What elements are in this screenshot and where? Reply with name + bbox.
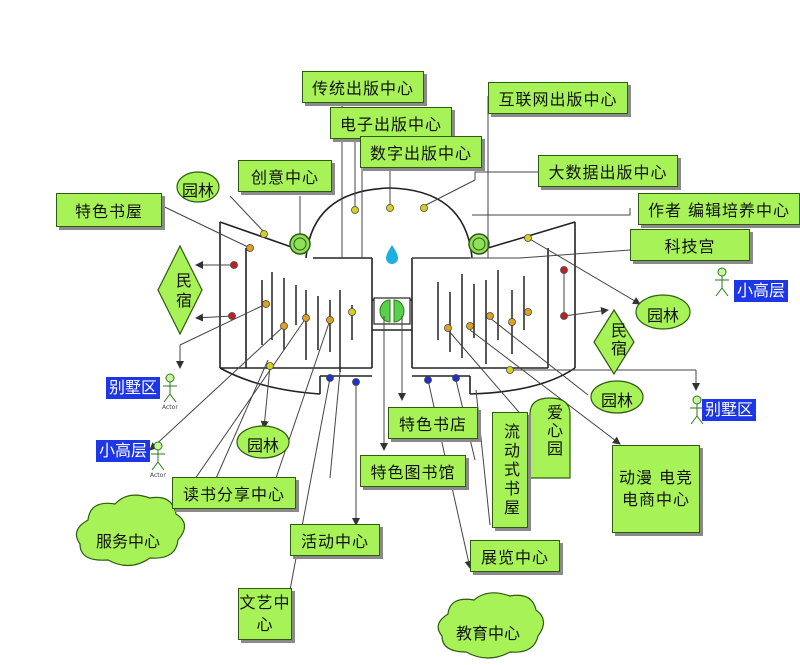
pins [228, 204, 568, 386]
shelves-right [437, 270, 525, 364]
connectors [149, 96, 700, 591]
box-exhibition-center: 展览中心 [470, 540, 560, 572]
homestay-right-shape [593, 308, 635, 376]
actor-left-label: Actor [162, 404, 178, 411]
box-activity-center: 活动中心 [290, 524, 380, 556]
actor-left2-label: Actor [150, 472, 166, 479]
zone-high-rise-left: 小高层 [96, 440, 151, 462]
label-education-center: 教育中心 [456, 624, 521, 643]
label-homestay-left: 民宿 [173, 272, 192, 312]
box-special-bookhouse: 特色书屋 [56, 193, 162, 227]
zone-villa-left: 别墅区 [106, 377, 161, 399]
actor-right-icon [715, 267, 729, 297]
love-garden-shape [529, 397, 571, 479]
box-digital-publishing: 数字出版中心 [360, 136, 482, 168]
education-center-cloud [437, 592, 545, 659]
service-center-cloud [75, 494, 186, 567]
actor-left2-icon [151, 441, 165, 471]
fountain-right-icon [468, 233, 490, 255]
actor-left-icon [163, 373, 177, 403]
garden-bottom-left-shape [236, 425, 290, 459]
label-garden-bottom-right: 园林 [601, 391, 634, 410]
box-big-data-publishing: 大数据出版中心 [538, 155, 678, 187]
box-creative-center: 创意中心 [238, 160, 332, 192]
label-garden-right: 园林 [647, 306, 680, 325]
garden-right-shape [635, 294, 691, 330]
box-internet-publishing: 互联网出版中心 [488, 82, 628, 114]
box-author-editor-training: 作者 编辑培养中心 [638, 193, 800, 225]
water-drop-icon [386, 245, 398, 264]
entrance-icon [373, 297, 411, 325]
building-outline [219, 187, 576, 395]
garden-bottom-right-shape [590, 380, 644, 414]
box-mobile-bookhouse: 流动式书屋 [492, 412, 528, 528]
shelves-left [261, 272, 353, 372]
box-sci-tech-palace: 科技宫 [630, 229, 750, 261]
box-anime-esports: 动漫 电竞电商中心 [612, 445, 700, 533]
fountain-left-icon [289, 233, 311, 255]
label-garden-bottom-left: 园林 [247, 436, 280, 455]
box-special-bookstore: 特色书店 [388, 407, 478, 439]
box-traditional-publishing: 传统出版中心 [302, 71, 424, 103]
box-special-library: 特色图书馆 [360, 455, 466, 487]
homestay-left-shape [157, 244, 203, 336]
label-garden-top-left: 园林 [182, 181, 215, 200]
box-electronic-publishing: 电子出版中心 [330, 107, 452, 139]
box-literature-art: 文艺中心 [238, 588, 292, 640]
zone-high-rise-right: 小高层 [734, 280, 789, 302]
garden-top-left-shape [176, 171, 220, 203]
box-reading-share: 读书分享中心 [172, 477, 296, 509]
actor-right2-icon [690, 395, 704, 425]
zone-villa-right: 别墅区 [702, 399, 757, 421]
label-love-garden: 爱心园 [544, 404, 563, 458]
label-service-center: 服务中心 [96, 532, 161, 551]
label-homestay-right: 民宿 [608, 322, 627, 358]
